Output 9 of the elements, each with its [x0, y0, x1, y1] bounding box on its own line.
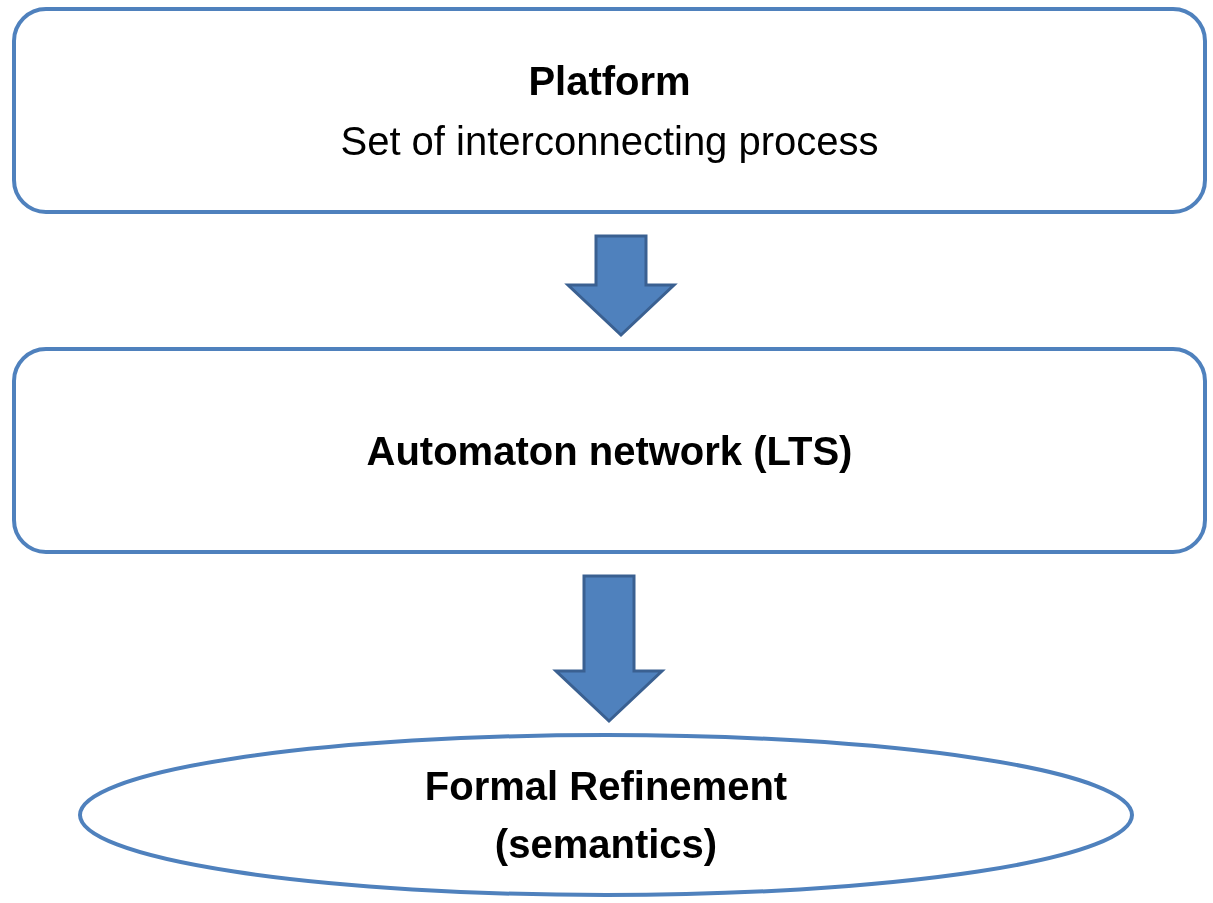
box-text: Set of interconnecting process — [340, 117, 879, 165]
box-text: Automaton network (LTS) — [366, 427, 853, 475]
ellipse-node — [78, 733, 1134, 897]
process-box — [12, 7, 1207, 214]
process-box — [12, 347, 1207, 554]
box-text: Formal Refinement (semantics) — [423, 763, 789, 868]
block-arrow — [564, 234, 678, 338]
block-arrow — [552, 574, 666, 724]
box-heading: Platform — [528, 57, 691, 105]
